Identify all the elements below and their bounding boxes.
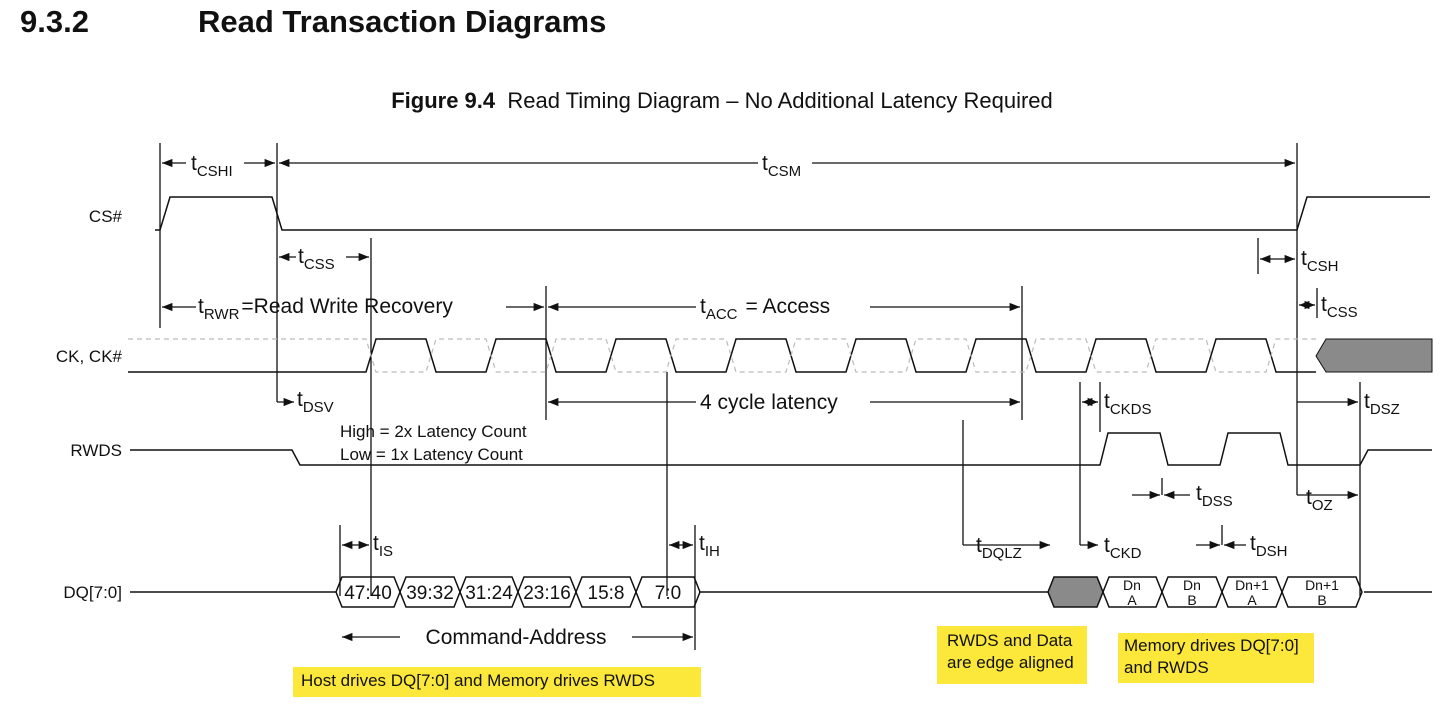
ck-waveform	[128, 338, 1316, 373]
memory-drives-line-1: Memory drives DQ[7:0]	[1124, 636, 1299, 655]
t-dqlz-label: tDQLZ	[976, 534, 1022, 562]
host-drives-callout: Host drives DQ[7:0] and Memory drives RW…	[293, 667, 701, 697]
dq-data-label-bottom: A	[1247, 592, 1257, 608]
t-oz-label: tOZ	[1306, 486, 1333, 514]
dq-data-label-bottom: B	[1187, 592, 1196, 608]
signal-dq-label: DQ[7:0]	[63, 583, 122, 602]
t-dsh-label: tDSH	[1250, 532, 1288, 560]
figure-caption: Figure 9.4 Read Timing Diagram – No Addi…	[0, 88, 1444, 114]
dq-data-cells	[1102, 576, 1363, 608]
edge-aligned-callout: RWDS and Data are edge aligned	[937, 626, 1087, 684]
t-css2-label: tCSS	[1321, 293, 1358, 321]
latency-note-low: Low = 1x Latency Count	[340, 445, 523, 464]
dq-byte-label: 31:24	[465, 583, 513, 604]
ck-complement-waveform	[128, 338, 1316, 373]
dq-data-label-top: Dn+1	[1305, 577, 1339, 593]
latency-label: 4 cycle latency	[700, 391, 838, 414]
section-title: Read Transaction Diagrams	[198, 4, 607, 39]
dq-byte-label: 15:8	[588, 583, 625, 604]
signal-ck-label: CK, CK#	[56, 347, 123, 366]
edge-aligned-line-1: RWDS and Data	[947, 631, 1073, 650]
dq-byte-label: 47:40	[344, 583, 392, 604]
t-is-label: tIS	[373, 532, 393, 560]
dq-data-label-bottom: A	[1127, 592, 1137, 608]
dq-data-label-top: Dn	[1183, 577, 1201, 593]
command-address-label: Command-Address	[426, 626, 607, 649]
dq-hiz-shade	[1047, 576, 1104, 608]
edge-aligned-line-2: are edge aligned	[947, 653, 1074, 672]
t-cshi-label: tCSHI	[191, 152, 233, 180]
t-css-label: tCSS	[298, 245, 335, 273]
cs-waveform	[155, 196, 1430, 231]
dq-byte-label: 7:0	[655, 583, 681, 604]
t-ih-label: tIH	[699, 532, 720, 560]
rwds-waveform	[130, 432, 1432, 466]
dq-byte-label: 39:32	[406, 583, 454, 604]
t-acc-label: tACC= Access	[700, 295, 830, 323]
dq-data-label-top: Dn	[1123, 577, 1141, 593]
t-csm-label: tCSM	[762, 152, 801, 180]
section-number: 9.3.2	[20, 4, 89, 39]
signal-cs-label: CS#	[89, 207, 123, 226]
reference-lines	[159, 143, 1361, 650]
dq-byte-label: 23:16	[523, 583, 571, 604]
t-ckd-label: tCKD	[1104, 534, 1142, 562]
signal-rwds-label: RWDS	[70, 441, 122, 460]
latency-note-high: High = 2x Latency Count	[340, 422, 527, 441]
ck-undefined-shade	[1315, 338, 1433, 373]
memory-drives-callout: Memory drives DQ[7:0] and RWDS	[1118, 633, 1314, 683]
figure-title: Read Timing Diagram – No Additional Late…	[507, 88, 1053, 113]
timing-arrows	[162, 158, 1358, 642]
host-drives-text: Host drives DQ[7:0] and Memory drives RW…	[301, 671, 655, 690]
t-dsz-label: tDSZ	[1364, 390, 1400, 418]
dq-command-address-cells	[335, 576, 701, 608]
memory-drives-line-2: and RWDS	[1124, 658, 1209, 677]
t-dss-label: tDSS	[1196, 482, 1233, 510]
t-ckds-label: tCKDS	[1104, 390, 1152, 418]
t-csh-label: tCSH	[1301, 247, 1339, 275]
dq-data-label-top: Dn+1	[1235, 577, 1269, 593]
t-rwr-label: tRWR=Read Write Recovery	[198, 295, 453, 323]
dq-data-label-bottom: B	[1317, 592, 1326, 608]
t-dsv-label: tDSV	[297, 388, 334, 416]
figure-label: Figure 9.4	[391, 88, 496, 113]
